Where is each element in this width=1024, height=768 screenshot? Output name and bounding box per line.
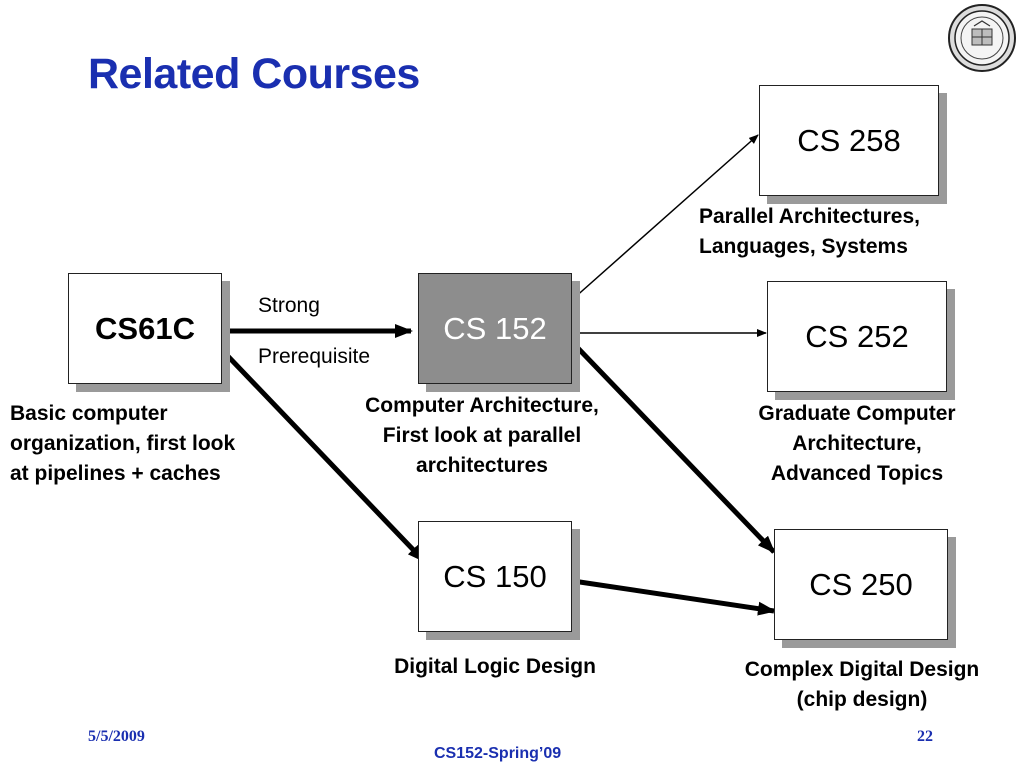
prerequisite-label: Prerequisite [258,345,371,368]
course-box-cs252: CS 252 [767,281,947,392]
course-box-cs258: CS 258 [759,85,939,196]
course-label-cs250: CS 250 [809,566,913,602]
arrow-cs150-cs250 [572,578,776,616]
course-box-cs150: CS 150 [418,521,572,632]
course-label-cs252: CS 252 [805,318,909,354]
caption-cs150: Digital Logic Design [394,655,596,678]
course-label-cs152: CS 152 [443,310,547,346]
strong-label: Strong [258,294,320,317]
arrow-cs152-cs250 [571,341,776,554]
course-box-cs250: CS 250 [774,529,948,640]
course-label-cs61c: CS61C [95,310,195,346]
caption-cs250: Complex Digital Design (chip design) [744,658,980,711]
footer-date: 5/5/2009 [88,728,145,745]
course-label-cs150: CS 150 [443,558,547,594]
course-label-cs258: CS 258 [797,122,901,158]
course-box-cs61c: CS61C [68,273,222,384]
caption-cs252: Graduate Computer Architecture, Advanced… [758,402,956,485]
arrow-cs152-cs258 [572,134,759,300]
caption-cs61c: Basic computer organization, first look … [10,402,236,485]
slide-title: Related Courses [88,50,420,98]
caption-cs152: Computer Architecture, First look at par… [365,394,599,477]
course-box-cs152: CS 152 [418,273,572,384]
footer-course: CS152-Spring’09 [434,745,562,762]
arrow-cs61c-cs150 [220,348,426,563]
footer-page-number: 22 [917,728,933,745]
caption-cs258: Parallel Architectures, Languages, Syste… [699,205,920,258]
university-seal-icon [948,4,1016,72]
